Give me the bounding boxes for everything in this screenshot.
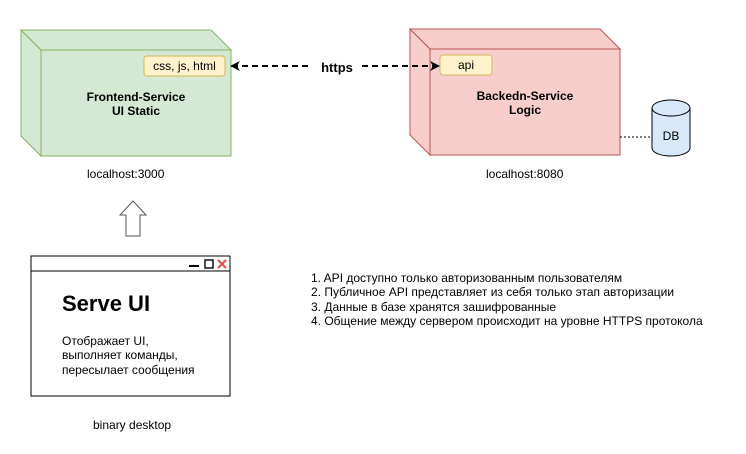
maximize-icon[interactable] [204, 259, 214, 269]
description-line: пересылает сообщения [62, 362, 195, 377]
db-cylinder-body [651, 108, 691, 157]
frontend-service-node[interactable]: Frontend-Service UI Static [19, 28, 233, 158]
https-label: https [321, 60, 353, 75]
note-item: 3. Данные в базе хранятся зашифрованные [311, 299, 557, 314]
backend-front-face [429, 48, 621, 156]
frontend-title: Frontend-Service [87, 90, 186, 104]
description-line: Отображает UI, [62, 334, 149, 348]
assets-tag-box [143, 55, 226, 77]
backend-top-face [408, 28, 622, 50]
backend-subtitle: Logic [509, 103, 541, 117]
up-arrow-icon [118, 200, 148, 237]
db-label: DB [663, 129, 680, 143]
note-item: 4. Общение между сервером происходит на … [311, 313, 703, 328]
desktop-window[interactable] [30, 255, 231, 397]
description-line: выполняет команды, [62, 348, 178, 363]
note-item: 2. Публичное API представляет из себя то… [311, 285, 675, 300]
backend-service-node[interactable]: Backedn-Service Logic [408, 27, 622, 157]
backend-api-tag[interactable]: api [439, 54, 493, 76]
desktop-app-title: Serve UI [62, 291, 151, 316]
notes-list: 1. API доступно только авторизованным по… [311, 271, 703, 328]
desktop-app-description: Отображает UI, выполняет команды, пересы… [62, 334, 195, 377]
frontend-top-face [19, 29, 233, 51]
https-connection[interactable]: https [230, 60, 440, 75]
db-cylinder-top [651, 99, 691, 117]
frontend-assets-tag[interactable]: css, js, html [143, 55, 226, 77]
backend-host-label: localhost:8080 [486, 167, 564, 181]
frontend-host-label: localhost:3000 [87, 167, 165, 181]
assets-tag-label: css, js, html [153, 59, 216, 73]
backend-side-face [409, 27, 431, 157]
desktop-app-caption: binary desktop [93, 418, 172, 432]
api-tag-box [439, 54, 493, 76]
db-node[interactable]: DB [651, 99, 691, 157]
note-item: 1. API доступно только авторизованным по… [311, 271, 623, 285]
backend-title: Backedn-Service [477, 89, 574, 103]
frontend-subtitle: UI Static [112, 104, 160, 118]
frontend-side-face [20, 28, 42, 158]
api-tag-label: api [458, 58, 474, 72]
close-icon[interactable] [217, 259, 227, 269]
desktop-window-frame [30, 255, 231, 397]
